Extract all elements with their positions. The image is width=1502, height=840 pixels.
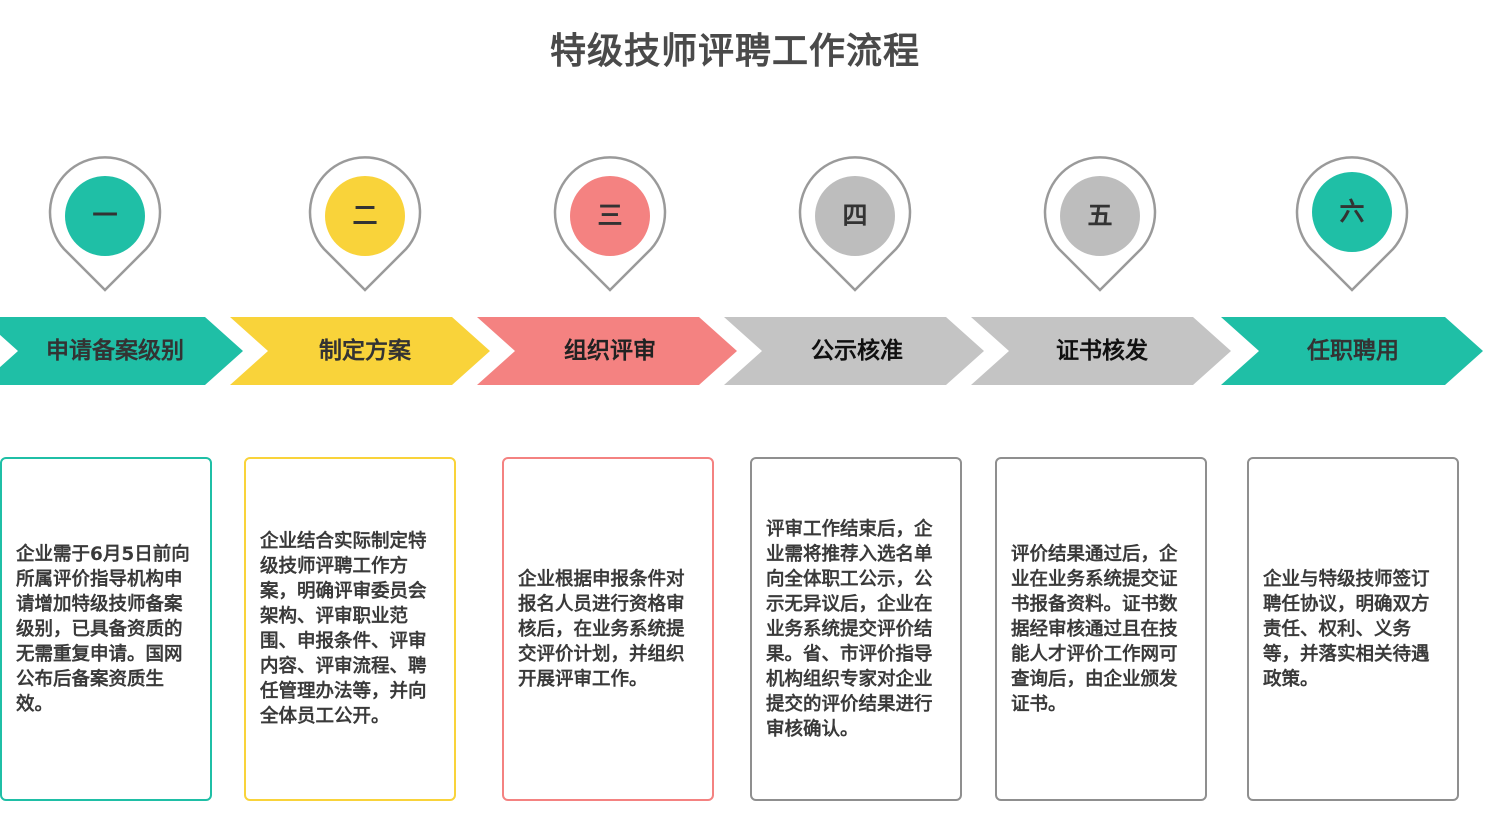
step-1-card: 企业需于6月5日前向所属评价指导机构申请增加特级技师备案级别，已具备资质的无需重…: [0, 457, 212, 801]
step-pins: [48, 156, 1409, 292]
step-2-name: 制定方案: [319, 338, 411, 364]
step-6-description: 企业与特级技师签订聘任协议，明确双方责任、权利、义务等，并落实相关待遇政策。: [1263, 568, 1430, 690]
step-3-number: 三: [597, 201, 623, 230]
chevron-step-5: [971, 317, 1231, 385]
step-5-number: 五: [1087, 201, 1113, 230]
step-3-card: 企业根据申报条件对报名人员进行资格审核后，在业务系统提交评价计划，并组织开展评审…: [502, 457, 714, 801]
step-6-name: 任职聘用: [1307, 338, 1399, 364]
pin-step-2: [308, 156, 422, 292]
step-5-card: 评价结果通过后，企业在业务系统提交证书报备资料。证书数据经审核通过且在技能人才评…: [995, 457, 1207, 801]
step-4-number: 四: [842, 201, 868, 230]
pin-step-6: [1295, 156, 1409, 292]
page-title: 特级技师评聘工作流程: [549, 31, 920, 72]
step-3-description: 企业根据申报条件对报名人员进行资格审核后，在业务系统提交评价计划，并组织开展评审…: [518, 568, 685, 690]
step-4-name: 公示核准: [811, 338, 903, 364]
step-4-card: 评审工作结束后，企业需将推荐入选名单向全体职工公示，公示无异议后，企业在业务系统…: [750, 457, 962, 801]
step-1-description: 企业需于6月5日前向所属评价指导机构申请增加特级技师备案级别，已具备资质的无需重…: [16, 543, 190, 715]
step-2-description: 企业结合实际制定特级技师评聘工作方案，明确评审委员会架构、评审职业范围、申报条件…: [260, 531, 427, 727]
pin-step-3: [553, 156, 667, 292]
pin-step-1: [48, 156, 162, 292]
chevron-step-4: [724, 317, 984, 385]
step-2-number: 二: [352, 201, 378, 230]
chevron-step-2: [230, 317, 490, 385]
pin-step-5: [1043, 156, 1157, 292]
chevron-step-1: [0, 317, 243, 385]
step-2-card: 企业结合实际制定特级技师评聘工作方案，明确评审委员会架构、评审职业范围、申报条件…: [244, 457, 456, 801]
step-5-description: 评价结果通过后，企业在业务系统提交证书报备资料。证书数据经审核通过且在技能人才评…: [1011, 543, 1178, 715]
step-5-name: 证书核发: [1056, 338, 1148, 364]
step-1-name: 申请备案级别: [46, 338, 184, 364]
chevron-step-3: [477, 317, 737, 385]
step-4-description: 评审工作结束后，企业需将推荐入选名单向全体职工公示，公示无异议后，企业在业务系统…: [766, 518, 933, 740]
step-3-name: 组织评审: [564, 338, 656, 364]
step-6-number: 六: [1339, 197, 1365, 226]
step-6-card: 企业与特级技师签订聘任协议，明确双方责任、权利、义务等，并落实相关待遇政策。: [1247, 457, 1459, 801]
step-1-number: 一: [92, 201, 118, 230]
pin-step-4: [798, 156, 912, 292]
chevron-step-6: [1221, 317, 1483, 385]
